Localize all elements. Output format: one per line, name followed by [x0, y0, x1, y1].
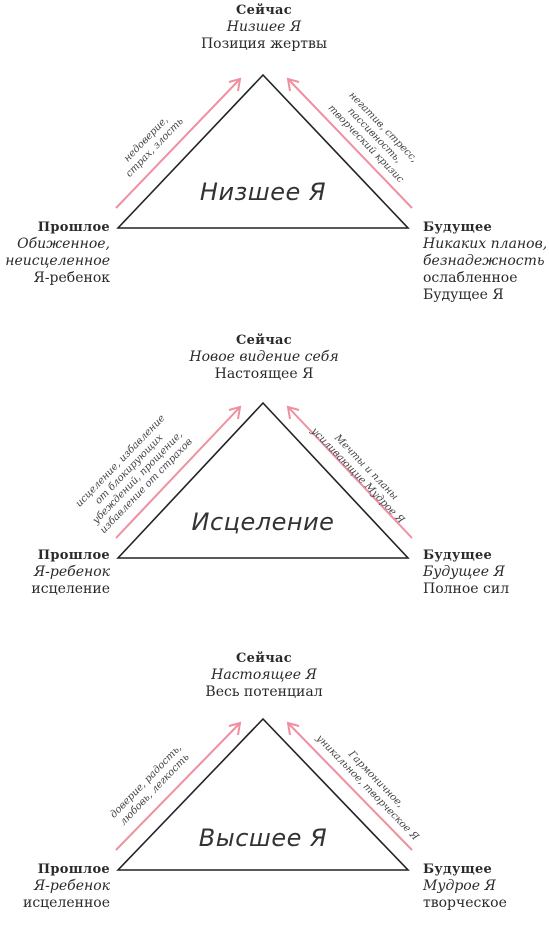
left-arrow [115, 723, 240, 851]
now-heading: Сейчас [236, 333, 292, 348]
past-line-1: Я-ребенок [33, 564, 110, 580]
future-label: Будущее Будущее Я Полное сил [423, 547, 549, 598]
now-label: Сейчас Низшее Я Позиция жертвы [134, 2, 394, 53]
triangle-graphic [115, 73, 413, 229]
triangle-graphic [115, 401, 413, 559]
past-line-1: Обиженное, [17, 236, 110, 252]
future-line-1: Никаких планов, [423, 236, 548, 252]
future-line-1: Мудрое Я [423, 878, 496, 894]
right-arrow-head [286, 405, 300, 420]
now-normal: Весь потенциал [205, 684, 323, 700]
left-arrow-head [228, 405, 242, 420]
past-line-1: Я-ребенок [33, 878, 110, 894]
left-arrow [115, 407, 240, 539]
diagram-lower-self: Сейчас Низшее Я Позиция жертвы Низшее Я … [0, 0, 549, 303]
triangle [116, 401, 410, 559]
now-italic: Низшее Я [226, 19, 302, 35]
now-italic: Новое видение себя [189, 349, 339, 365]
center-title: Низшее Я [199, 178, 327, 206]
diagram-healing: Сейчас Новое видение себя Настоящее Я Ис… [0, 330, 549, 630]
triangle-graphic [115, 717, 413, 871]
now-normal: Настоящее Я [214, 366, 314, 382]
past-normal: Я-ребенок [33, 270, 110, 286]
past-line-2: неисцеленное [5, 253, 110, 269]
diagram-higher-self: Сейчас Настоящее Я Весь потенциал Высшее… [0, 648, 549, 948]
now-italic: Настоящее Я [211, 667, 317, 683]
future-heading: Будущее [423, 548, 493, 563]
now-normal: Позиция жертвы [200, 36, 328, 52]
center-title: Высшее Я [198, 824, 328, 852]
right-arrow-head [286, 77, 300, 92]
left-arrow-head [228, 721, 242, 736]
triangle [116, 717, 410, 871]
center-title: Исцеление [191, 508, 335, 536]
past-label: Прошлое Я-ребенок исцеление [0, 547, 110, 598]
past-label: Прошлое Я-ребенок исцеленное [0, 861, 110, 912]
now-heading: Сейчас [236, 3, 292, 18]
past-heading: Прошлое [37, 548, 110, 563]
right-arrow [288, 79, 413, 209]
now-label: Сейчас Настоящее Я Весь потенциал [134, 650, 394, 701]
future-heading: Будущее [423, 862, 493, 877]
now-label: Сейчас Новое видение себя Настоящее Я [134, 332, 394, 383]
right-arrow-head [286, 721, 300, 736]
future-normal-1: ослабленное [423, 270, 518, 286]
right-arrow [288, 407, 413, 539]
now-heading: Сейчас [236, 651, 292, 666]
left-arrow [115, 79, 240, 209]
future-line-2: безнадежность [423, 253, 545, 269]
past-normal: исцеление [31, 581, 110, 597]
future-normal-1: творческое [423, 895, 507, 911]
past-label: Прошлое Обиженное, неисцеленное Я-ребено… [0, 219, 110, 287]
left-arrow-head [228, 77, 242, 92]
past-heading: Прошлое [37, 862, 110, 877]
future-label: Будущее Никаких планов, безнадежность ос… [423, 219, 549, 304]
future-normal-2: Будущее Я [423, 287, 504, 303]
future-normal-1: Полное сил [423, 581, 510, 597]
right-arrow [288, 723, 413, 851]
future-line-1: Будущее Я [423, 564, 505, 580]
future-label: Будущее Мудрое Я творческое [423, 861, 549, 912]
triangle [116, 73, 410, 229]
past-normal: исцеленное [22, 895, 110, 911]
past-heading: Прошлое [37, 220, 110, 235]
future-heading: Будущее [423, 220, 493, 235]
